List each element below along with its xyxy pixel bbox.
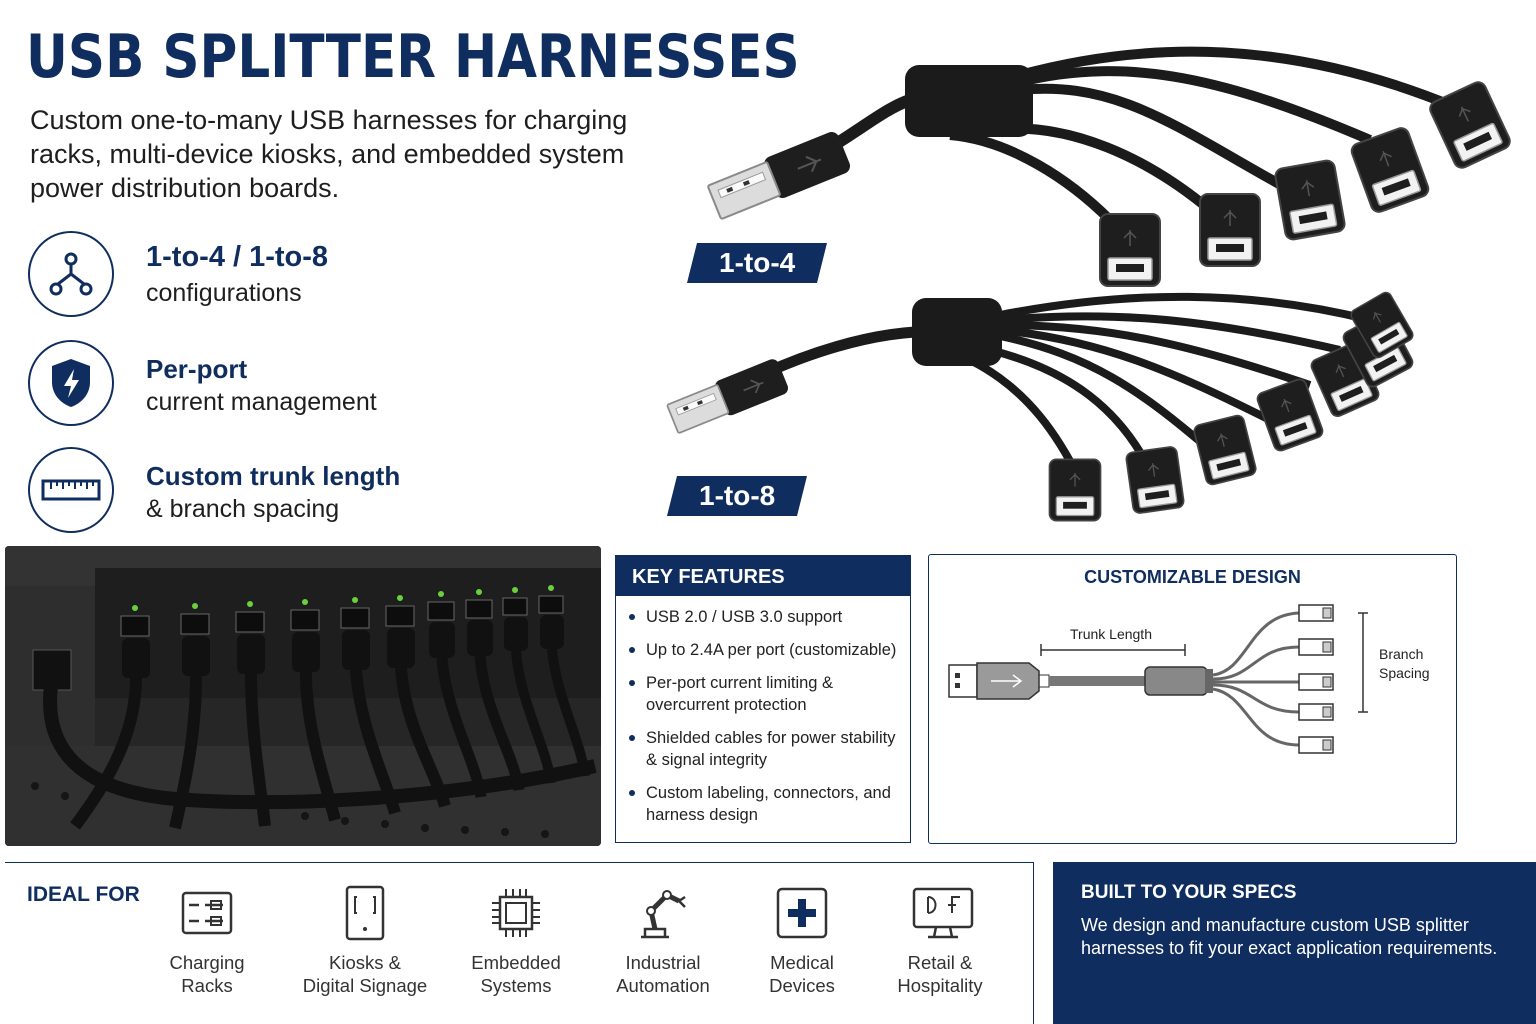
list-item: USB 2.0 / USB 3.0 support (626, 606, 906, 628)
feature-subtext: configurations (146, 279, 302, 307)
key-features-heading: KEY FEATURES (616, 556, 910, 596)
kiosk-icon (335, 883, 395, 943)
key-features-list: USB 2.0 / USB 3.0 support Up to 2.4A per… (626, 606, 906, 837)
list-item: Shielded cables for power stability & si… (626, 727, 906, 771)
built-heading: BUILT TO YOUR SPECS (1081, 882, 1297, 903)
trunk-length-label: Trunk Length (1070, 626, 1152, 642)
feature-configurations: 1-to-4 / 1-to-8 configurations (28, 231, 448, 321)
feature-subtext: & branch spacing (146, 495, 340, 523)
shield-bolt-icon (28, 340, 114, 426)
charging-rack-icon (177, 883, 237, 943)
app-kiosks: Kiosks &Digital Signage (290, 883, 440, 997)
monitor-icon (910, 883, 974, 943)
list-item: Custom labeling, connectors, and harness… (626, 782, 906, 826)
medical-cross-icon (772, 883, 832, 943)
app-retail-hospitality: Retail &Hospitality (865, 883, 1015, 997)
ideal-for-heading: IDEAL FOR (27, 883, 140, 906)
product-illustrations (664, 46, 1514, 522)
built-text: We design and manufacture custom USB spl… (1081, 915, 1498, 958)
charging-rack-photo (5, 546, 601, 846)
customizable-design-heading: CUSTOMIZABLE DESIGN (1084, 567, 1301, 587)
feature-heading: Custom trunk length (146, 461, 401, 491)
list-item: Per-port current limiting & overcurrent … (626, 672, 906, 716)
key-features-panel: KEY FEATURES USB 2.0 / USB 3.0 support U… (615, 555, 911, 843)
harness-diagram (948, 604, 1368, 754)
badge-1-to-8: 1-to-8 (667, 476, 807, 516)
page-title: USB SPLITTER HARNESSES (26, 22, 800, 92)
feature-heading: 1-to-4 / 1-to-8 (146, 241, 329, 273)
robot-arm-icon (633, 883, 693, 943)
feature-subtext: current management (146, 388, 377, 416)
app-label: Kiosks &Digital Signage (302, 952, 428, 996)
badge-1-to-4: 1-to-4 (687, 243, 827, 283)
harness-1-to-4 (705, 46, 1514, 287)
harness-1-to-8 (664, 289, 1416, 522)
customizable-design-panel: CUSTOMIZABLE DESIGN Trunk Length Branch … (928, 554, 1457, 844)
branch-spacing-label: Branch Spacing (1379, 646, 1430, 681)
built-to-specs-panel: BUILT TO YOUR SPECS We design and manufa… (1053, 862, 1536, 1024)
branch-icon (28, 231, 114, 317)
feature-heading: Per-port (146, 354, 248, 384)
list-item: Up to 2.4A per port (customizable) (626, 639, 906, 661)
ruler-icon (28, 447, 114, 533)
chip-icon (486, 883, 546, 943)
app-label: Retail &Hospitality (897, 952, 983, 996)
intro-text: Custom one-to-many USB harnesses for cha… (30, 105, 628, 203)
feature-trunk-length: Custom trunk length & branch spacing (28, 447, 448, 537)
feature-current: Per-port current management (28, 340, 448, 430)
